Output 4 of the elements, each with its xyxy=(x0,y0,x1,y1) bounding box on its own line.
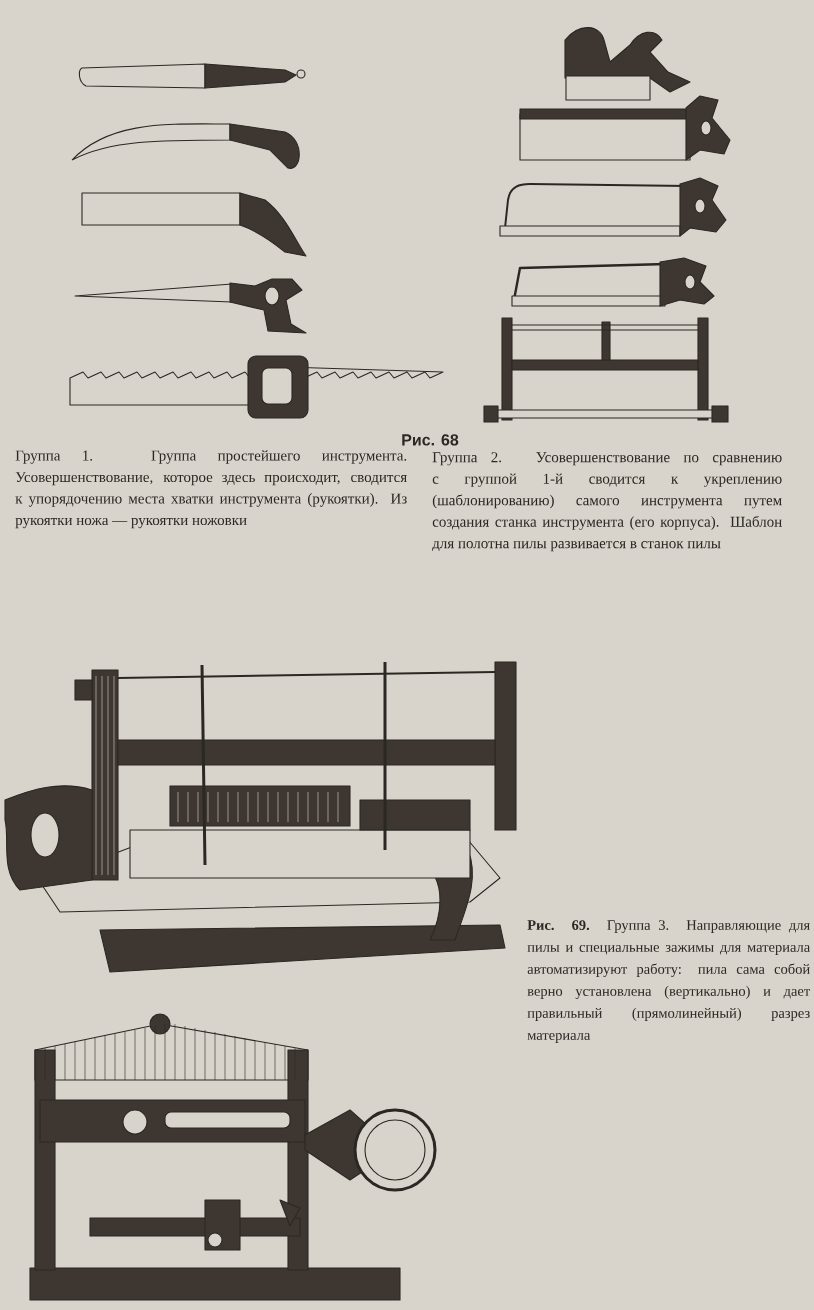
figure-number: Рис. 68 xyxy=(402,434,459,446)
description-text: Группа 2. Усовершенствование по сравнению с группой 1-й сводится к укреплению (шаблонированию) самого инструмента путем создания станка инструмента (его корпуса). Шаблон для полотна пилы развивается в станок пилы xyxy=(432,452,782,552)
figure-caption: Рис. 69. Группа 3. Направляющие для пилы и специальные зажимы для материала автоматизируют работу: пила сама собой верно установлена (вертикально) и дает правильный (прямолинейный) разрез материала xyxy=(527,920,810,1043)
description-text: Группа 1. Группа простейшего инструмента. Усовершенствование, которое здесь происходит, сводится к упорядочению места хватки инструмента (рукоятки). Из рукоятки ножа — рукоятки ножовки xyxy=(15,450,407,529)
